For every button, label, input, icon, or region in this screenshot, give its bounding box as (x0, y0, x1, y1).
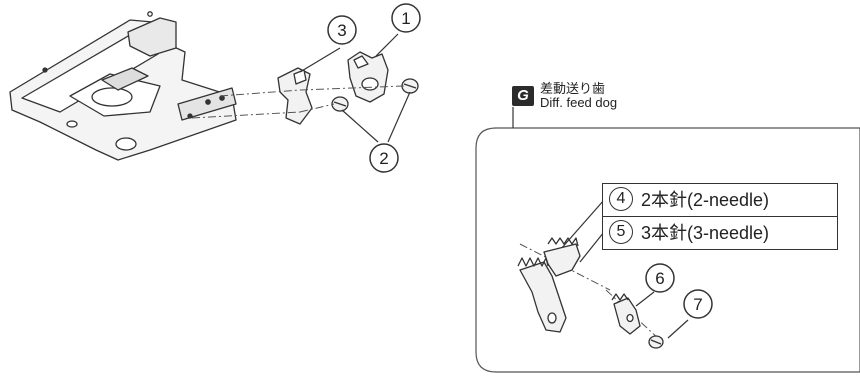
group-g-frame (475, 127, 860, 373)
callout-7: 7 (683, 289, 713, 319)
group-g-label-en: Diff. feed dog (540, 95, 618, 110)
callout-6: 6 (645, 263, 675, 293)
callout-2-label: 2 (379, 149, 388, 168)
group-g-badge: G (512, 86, 534, 106)
assembly-lines (191, 85, 661, 341)
needle-option-label: 3本針(3-needle) (641, 223, 770, 243)
needle-option-3-needle: 5 3本針(3-needle) (602, 216, 838, 250)
callout-1-label: 1 (401, 9, 410, 28)
callout-7-label: 7 (693, 295, 702, 314)
needle-option-2-needle: 4 2本針(2-needle) (602, 183, 838, 217)
diff-feed-dog-drawing (517, 237, 664, 349)
callout-1: 1 (391, 3, 421, 33)
callout-6-label: 6 (655, 269, 664, 288)
callout-4: 4 (609, 187, 633, 211)
group-g-label-jp: 差動送り歯 (540, 81, 606, 96)
leader-lines (299, 33, 689, 339)
needle-plate-assembly-drawing (9, 11, 237, 161)
callout-3: 3 (327, 15, 357, 45)
callout-2: 2 (369, 143, 399, 173)
needle-option-label: 2本針(2-needle) (641, 190, 770, 210)
callout-3-label: 3 (337, 21, 346, 40)
callout-5: 5 (609, 220, 633, 244)
parts-1-2-3-drawing (277, 51, 419, 125)
